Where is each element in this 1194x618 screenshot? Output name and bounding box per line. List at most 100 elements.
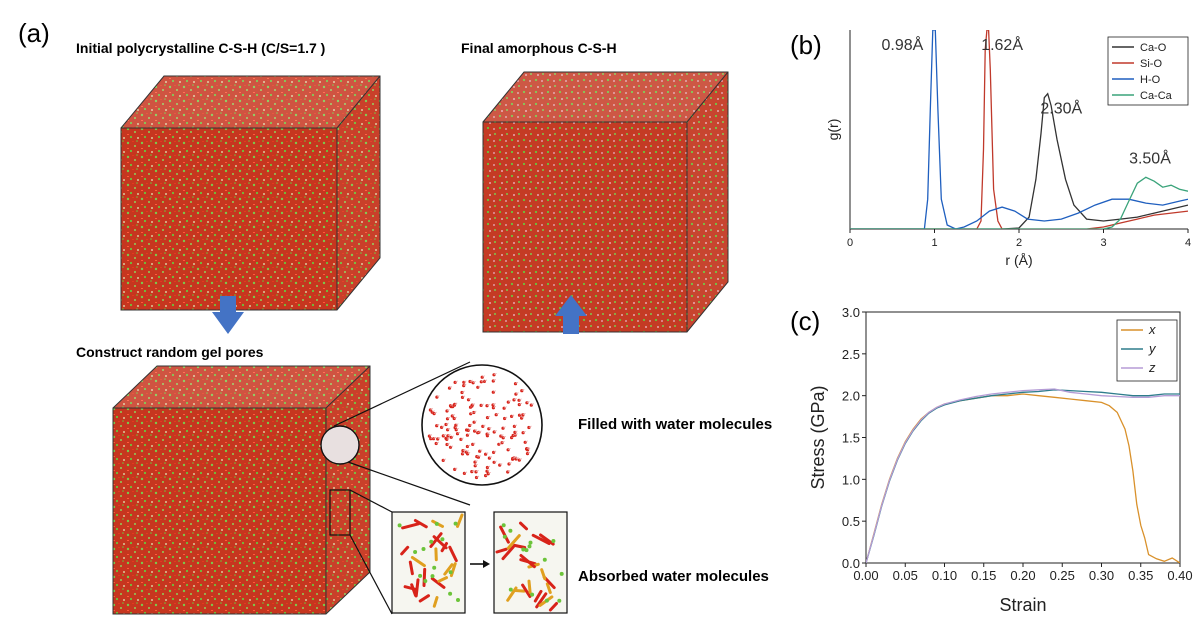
y-tick-label: 1.5 [842, 431, 860, 446]
x-tick-label: 2 [1016, 237, 1022, 249]
water-bond [524, 440, 528, 443]
water-bond [472, 380, 476, 384]
water-bond [519, 413, 523, 416]
calcium-atom [413, 550, 418, 554]
y-tick-label: 0.5 [842, 514, 860, 529]
calcium-atom [448, 570, 453, 575]
arrow-right-icon [483, 560, 490, 568]
y-tick-label: 1.0 [842, 472, 860, 487]
legend-label-z: z [1148, 360, 1156, 375]
water-bond [527, 448, 531, 451]
si-o-bond [539, 533, 555, 546]
water-bond [476, 454, 480, 457]
calcium-atom [429, 539, 434, 544]
calcium-atom [542, 557, 547, 562]
water-bond [429, 434, 433, 437]
water-bond [467, 428, 471, 431]
water-bond [474, 460, 478, 463]
water-bond [433, 411, 437, 414]
water-bond [433, 436, 437, 440]
legend: Ca-OSi-OH-OCa-Ca [1107, 36, 1189, 106]
water-bond [447, 416, 451, 420]
water-bond [430, 436, 434, 440]
x-tick-label: 0.30 [1089, 568, 1114, 583]
water-bond [445, 422, 449, 425]
water-bond [482, 424, 486, 427]
water-bond [501, 440, 505, 444]
x-tick-label: 3 [1100, 237, 1106, 249]
legend: xyz [1116, 319, 1178, 382]
water-bond [526, 400, 530, 404]
water-bond [473, 410, 477, 413]
water-bond [457, 431, 461, 435]
water-bond [437, 437, 441, 440]
water-bond [442, 458, 446, 461]
water-bond [493, 405, 497, 409]
si-o-bond [545, 582, 552, 594]
water-bond [460, 437, 464, 440]
water-bond [475, 470, 479, 473]
panel-label-b: (b) [790, 30, 822, 60]
water-bond [471, 469, 475, 472]
si-o-bond [403, 585, 418, 591]
si-o-bond [422, 567, 427, 587]
water-bond [512, 433, 516, 436]
water-bond [447, 427, 451, 431]
water-bond [431, 410, 435, 413]
water-bond [441, 425, 445, 428]
x-tick-label: 0.10 [932, 568, 957, 583]
x-tick-label: 0.15 [971, 568, 996, 583]
calcium-atom [508, 587, 513, 592]
water-bond [485, 452, 489, 455]
water-bond [513, 398, 517, 401]
si-o-bond [499, 525, 510, 544]
water-bond [454, 403, 458, 406]
water-bond [430, 408, 434, 411]
water-bond [461, 390, 465, 393]
legend-label-Ca-Ca: Ca-Ca [1140, 90, 1173, 102]
x-tick-label: 0.05 [893, 568, 918, 583]
peak-annotation: 2.30Å [1040, 99, 1082, 118]
final-title: Final amorphous C-S-H [461, 40, 617, 56]
calcium-atom [502, 534, 507, 539]
water-bond [514, 424, 518, 427]
water-bond [487, 471, 491, 475]
water-bond [454, 467, 458, 470]
calcium-atom [456, 598, 460, 602]
calcium-atom [557, 598, 562, 603]
si-o-bond [540, 568, 547, 581]
legend-label-H-O: H-O [1140, 74, 1161, 86]
water-bond [467, 433, 471, 436]
x-tick-label: 1 [931, 237, 937, 249]
calcium-atom [430, 574, 435, 579]
water-bond [502, 426, 506, 429]
water-bond [499, 463, 503, 466]
si-o-bond [533, 589, 543, 603]
water-bond [463, 380, 467, 383]
box-final [482, 71, 729, 333]
water-bond [489, 456, 493, 459]
x-tick-label: 0.00 [853, 568, 878, 583]
si-o-bond [521, 583, 532, 598]
water-bond [493, 430, 497, 433]
si-o-bond [429, 532, 443, 548]
arrow-up-icon [555, 295, 587, 334]
water-bond [481, 379, 485, 383]
y-tick-label: 3.0 [842, 305, 860, 320]
legend-label-Ca-O: Ca-O [1140, 42, 1167, 54]
peak-annotation: 0.98Å [881, 35, 923, 54]
si-o-bond [514, 589, 526, 593]
filled-caption: Filled with water molecules [578, 416, 773, 433]
water-bond [493, 390, 497, 393]
x-tick-label: 0.40 [1167, 568, 1192, 583]
water-bond [507, 447, 511, 451]
water-bond [471, 403, 475, 406]
water-bond [500, 434, 504, 437]
water-bond [521, 388, 525, 392]
x-tick-label: 0.20 [1010, 568, 1035, 583]
initial-title: Initial polycrystalline C-S-H (C/S=1.7 ) [76, 40, 326, 56]
si-o-bond [519, 554, 536, 569]
water-bond [498, 442, 502, 445]
